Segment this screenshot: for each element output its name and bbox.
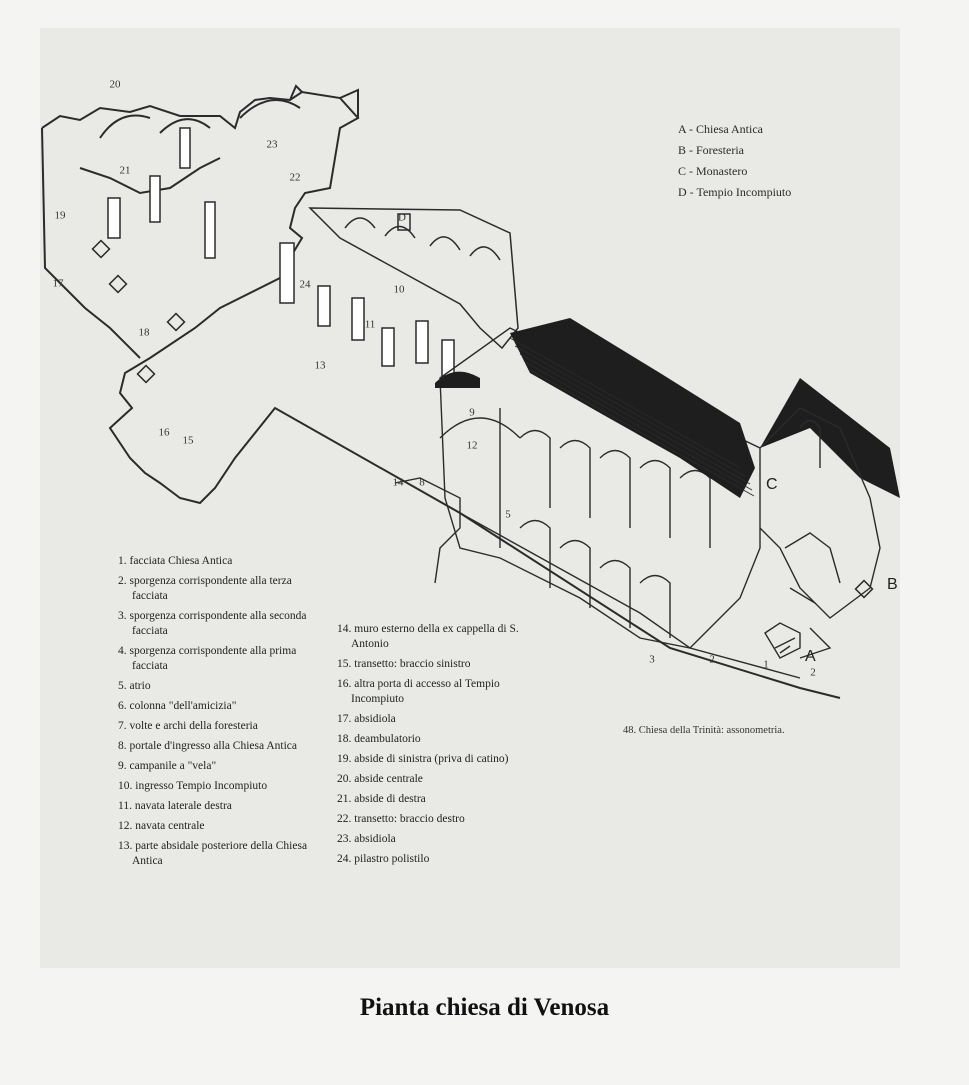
pillar xyxy=(149,175,161,223)
key-item: 14. muro esterno della ex cappella di S.… xyxy=(337,623,519,650)
area-letter-a: A xyxy=(805,648,816,665)
plan-number: 19 xyxy=(54,209,66,222)
key-item: 23. absidiola xyxy=(337,833,396,845)
base xyxy=(91,239,111,259)
pillar xyxy=(381,327,395,367)
plan-number: 12 xyxy=(466,439,478,452)
dark-roof xyxy=(510,318,755,498)
figure-caption: 48. Chiesa della Trinità: assonometria. xyxy=(623,725,785,736)
plan-number: 2 xyxy=(810,666,816,679)
polystyle-pillar xyxy=(279,242,295,304)
scanned-page: 20 23 22 21 19 17 18 13 16 15 24 10 11 9… xyxy=(40,28,900,968)
legend-item: A - Chiesa Antica xyxy=(678,122,763,136)
legend-item: B - Foresteria xyxy=(678,143,744,157)
plan-number: 20 xyxy=(109,78,121,91)
plan-number: 14 xyxy=(392,476,404,489)
plan-number: 22 xyxy=(289,171,301,184)
plan-number: 15 xyxy=(182,434,194,447)
monastero-wall xyxy=(759,407,881,619)
key-item: 18. deambulatorio xyxy=(337,733,421,745)
key-item: 16. altra porta di accesso al Tempio Inc… xyxy=(337,678,500,705)
plan-number: 13 xyxy=(314,359,326,372)
key-list-right: 14. muro esterno della ex cappella di S.… xyxy=(337,622,547,872)
key-item: 3. sporgenza corrispondente alla seconda… xyxy=(118,610,307,637)
door xyxy=(397,213,411,231)
key-item: 21. abside di destra xyxy=(337,793,426,805)
pillar xyxy=(179,127,191,169)
legend-item: C - Monastero xyxy=(678,164,748,178)
pillar xyxy=(107,197,121,239)
base xyxy=(854,579,874,599)
key-item: 20. abside centrale xyxy=(337,773,423,785)
foresteria-roof xyxy=(760,378,900,498)
plan-number: 17 xyxy=(52,277,64,290)
key-item: 19. abside di sinistra (priva di catino) xyxy=(337,753,509,765)
key-item: 9. campanile a "vela" xyxy=(118,760,217,772)
tempio-outline-wall xyxy=(41,90,841,699)
key-item: 7. volte e archi della foresteria xyxy=(118,720,258,732)
pillar xyxy=(415,320,429,364)
pillar xyxy=(351,297,365,341)
page-title: Pianta chiesa di Venosa xyxy=(359,994,610,1021)
key-item: 10. ingresso Tempio Incompiuto xyxy=(118,780,268,792)
key-item: 13. parte absidale posteriore della Chie… xyxy=(118,840,308,867)
pillar xyxy=(317,285,331,327)
plan-number: 23 xyxy=(266,138,278,151)
plan-number: 11 xyxy=(364,318,376,331)
key-item: 15. transetto: braccio sinistro xyxy=(337,658,471,670)
pillar xyxy=(441,339,455,377)
map-legend: A - Chiesa Antica B - Foresteria C - Mon… xyxy=(678,119,791,203)
right-nave-wall xyxy=(308,207,519,350)
key-item: 11. navata laterale destra xyxy=(118,800,232,812)
nave-arches xyxy=(519,429,711,548)
plan-number: 3 xyxy=(649,653,655,666)
key-item: 8. portale d'ingresso alla Chiesa Antica xyxy=(118,740,297,752)
key-item: 24. pilastro polistilo xyxy=(337,853,430,865)
key-item: 17. absidiola xyxy=(337,713,396,725)
key-item: 12. navata centrale xyxy=(118,820,205,832)
area-letter-b: B xyxy=(887,576,898,593)
lower-arches xyxy=(519,519,671,638)
apse-arch xyxy=(439,408,521,548)
roof-hatching xyxy=(509,337,755,497)
plan-number: 24 xyxy=(299,278,311,291)
monastero-details xyxy=(784,419,841,659)
area-letter: D xyxy=(398,211,406,224)
entrance-steps xyxy=(764,622,801,659)
key-list-left: 1. facciata Chiesa Antica 2. sporgenza c… xyxy=(118,554,323,874)
base xyxy=(136,364,156,384)
right-nave-arches xyxy=(344,217,501,261)
area-letter-c: C xyxy=(766,476,778,493)
key-item: 22. transetto: braccio destro xyxy=(337,813,465,825)
transept-wall xyxy=(289,84,359,118)
legend-item: D - Tempio Incompiuto xyxy=(678,185,792,199)
key-item: 4. sporgenza corrispondente alla prima f… xyxy=(118,645,297,672)
bell-cap xyxy=(435,371,480,388)
plan-number: 16 xyxy=(158,426,170,439)
base xyxy=(166,312,186,332)
plan-number: 18 xyxy=(138,326,150,339)
plan-number: 21 xyxy=(119,164,131,177)
plan-number: 5 xyxy=(505,508,511,521)
plan-number: 10 xyxy=(393,283,405,296)
key-item: 2. sporgenza corrispondente alla terza f… xyxy=(118,575,292,602)
plan-number: 1 xyxy=(763,658,769,671)
pillar xyxy=(204,201,216,259)
plan-number: 2 xyxy=(709,653,715,666)
axonometric-plan xyxy=(41,84,900,699)
key-item: 1. facciata Chiesa Antica xyxy=(118,555,233,567)
key-item: 6. colonna "dell'amicizia" xyxy=(118,700,237,712)
plan-number: 9 xyxy=(469,406,475,419)
foundation-line xyxy=(459,512,801,679)
base xyxy=(108,274,128,294)
plan-number: 8 xyxy=(419,476,425,489)
key-item: 5. atrio xyxy=(118,680,151,692)
